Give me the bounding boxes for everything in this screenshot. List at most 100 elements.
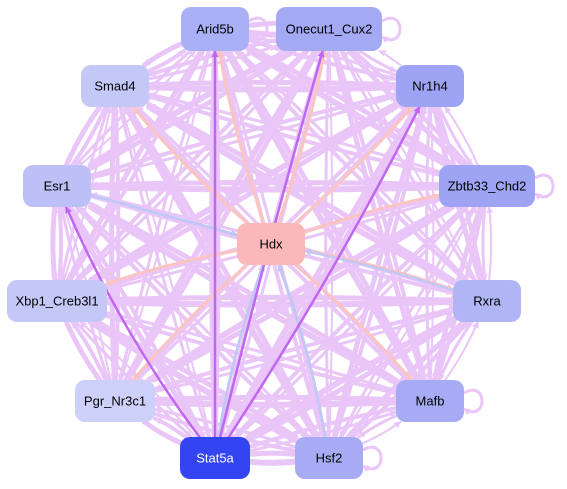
node-esr1[interactable]: Esr1 bbox=[23, 165, 91, 207]
edge-smad4-to-onecut1 bbox=[147, 44, 278, 81]
node-esr1-label: Esr1 bbox=[44, 179, 71, 194]
edge-mafb-to-esr1 bbox=[88, 201, 399, 383]
edge-pgr-to-mafb bbox=[152, 399, 399, 408]
edge-esr1-to-smad4 bbox=[70, 105, 108, 167]
edge-mafb-to-pgr bbox=[152, 394, 399, 403]
edge-hsf2-to-pgr bbox=[153, 407, 297, 449]
edge-hsf2-to-stat5a bbox=[247, 450, 298, 458]
edge-smad4-to-zbtb33 bbox=[147, 94, 441, 177]
self-loop-mafb bbox=[463, 388, 484, 416]
edge-zbtb33-to-rxra bbox=[480, 205, 488, 282]
edge-onecut1-to-nr1h4 bbox=[358, 49, 398, 73]
edge-smad4-to-arid5b bbox=[147, 49, 187, 74]
node-zbtb33-box bbox=[439, 165, 535, 207]
edge-xbp1-to-pgr bbox=[63, 319, 103, 383]
self-loop-hsf2 bbox=[362, 445, 383, 473]
node-pgr[interactable]: Pgr_Nr3c1 bbox=[75, 380, 155, 422]
edge-zbtb33-to-nr1h4 bbox=[444, 106, 479, 166]
node-hdx-label: Hdx bbox=[259, 237, 283, 252]
edge-zbtb33-to-smad4 bbox=[147, 91, 441, 173]
node-arid5b[interactable]: Arid5b bbox=[181, 7, 249, 51]
node-rxra-label: Rxra bbox=[473, 294, 501, 309]
node-mafb[interactable]: Mafb bbox=[396, 380, 464, 422]
edge-hdx-to-pgr bbox=[131, 263, 249, 382]
edge-onecut1-to-hsf2 bbox=[324, 49, 332, 439]
node-nr1h4[interactable]: Nr1h4 bbox=[396, 65, 464, 107]
edge-smad4-to-stat5a bbox=[118, 105, 211, 439]
node-hdx-box bbox=[237, 223, 305, 265]
edge-pgr-to-onecut1 bbox=[125, 48, 320, 383]
edge-esr1-to-hdx bbox=[89, 193, 239, 237]
node-xbp1-box bbox=[7, 280, 107, 322]
node-pgr-box bbox=[75, 380, 155, 422]
edge-hdx-to-zbtb33 bbox=[303, 193, 441, 234]
edge-hsf2-to-mafb bbox=[362, 421, 402, 445]
edge-zbtb33-to-esr1 bbox=[88, 179, 442, 189]
node-smad4-label: Smad4 bbox=[94, 79, 135, 94]
edge-pgr-to-rxra bbox=[153, 309, 455, 394]
edge-hdx-to-xbp1 bbox=[105, 249, 239, 286]
edge-smad4-to-nr1h4 bbox=[146, 84, 399, 93]
edge-pgr-to-stat5a bbox=[141, 419, 183, 446]
edge-nr1h4-to-hsf2 bbox=[331, 104, 427, 440]
edge-arid5b-to-onecut1 bbox=[246, 29, 279, 39]
edge-rxra-to-arid5b bbox=[236, 49, 469, 282]
node-mafb-label: Mafb bbox=[416, 394, 445, 409]
node-zbtb33-label: Zbtb33_Chd2 bbox=[448, 179, 527, 194]
node-stat5a[interactable]: Stat5a bbox=[180, 437, 250, 479]
node-hsf2-label: Hsf2 bbox=[316, 451, 343, 466]
node-nr1h4-label: Nr1h4 bbox=[412, 79, 447, 94]
node-arid5b-box bbox=[181, 7, 249, 51]
edge-stat5a-to-hsf2 bbox=[247, 458, 298, 466]
edge-hsf2-to-hdx bbox=[277, 263, 327, 439]
edge-xbp1-to-nr1h4 bbox=[93, 104, 399, 283]
edge-onecut1-to-arid5b bbox=[246, 20, 279, 29]
edge-hdx-to-arid5b bbox=[216, 49, 266, 225]
node-stat5a-box bbox=[180, 437, 250, 479]
edge-rxra-to-zbtb33 bbox=[486, 206, 494, 281]
edge-nr1h4-to-esr1 bbox=[89, 92, 398, 178]
edge-arid5b-to-smad4 bbox=[141, 41, 184, 68]
node-stat5a-label: Stat5a bbox=[196, 451, 234, 466]
edge-smad4-to-rxra bbox=[146, 103, 456, 286]
node-hsf2[interactable]: Hsf2 bbox=[295, 437, 363, 479]
edge-stat5a-to-smad4 bbox=[119, 106, 212, 438]
edge-nr1h4-to-stat5a bbox=[223, 104, 421, 440]
edge-rxra-to-pgr bbox=[153, 307, 455, 391]
edge-esr1-to-nr1h4 bbox=[89, 94, 398, 180]
edge-mafb-to-rxra bbox=[444, 321, 479, 381]
node-arid5b-label: Arid5b bbox=[196, 22, 234, 37]
edge-hsf2-to-nr1h4 bbox=[333, 105, 428, 439]
edge-hdx-to-mafb bbox=[294, 263, 414, 382]
self-loop-zbtb33 bbox=[534, 173, 555, 201]
node-mafb-box bbox=[396, 380, 464, 422]
node-xbp1-label: Xbp1_Creb3l1 bbox=[15, 294, 98, 309]
node-hdx[interactable]: Hdx bbox=[237, 223, 305, 265]
node-zbtb33[interactable]: Zbtb33_Chd2 bbox=[439, 165, 535, 207]
node-onecut1[interactable]: Onecut1_Cux2 bbox=[276, 7, 382, 51]
node-hsf2-box bbox=[295, 437, 363, 479]
node-smad4-box bbox=[81, 65, 149, 107]
self-loop-onecut1 bbox=[381, 16, 402, 44]
edge-mafb-to-hsf2 bbox=[357, 414, 398, 439]
node-xbp1[interactable]: Xbp1_Creb3l1 bbox=[7, 280, 107, 322]
edge-arid5b-to-mafb bbox=[223, 48, 421, 383]
node-onecut1-label: Onecut1_Cux2 bbox=[286, 22, 373, 37]
edge-nr1h4-to-onecut1 bbox=[378, 50, 402, 66]
edge-hdx-to-smad4 bbox=[131, 105, 249, 225]
edge-hsf2-to-smad4 bbox=[125, 104, 321, 440]
node-pgr-label: Pgr_Nr3c1 bbox=[84, 394, 146, 409]
edge-stat5a-to-hdx bbox=[217, 263, 265, 439]
edge-stat5a-to-arid5b bbox=[212, 49, 221, 439]
node-rxra[interactable]: Rxra bbox=[453, 280, 521, 322]
node-rxra-box bbox=[453, 280, 521, 322]
edge-esr1-to-zbtb33 bbox=[88, 183, 442, 193]
edge-hdx-to-onecut1 bbox=[276, 49, 327, 225]
edge-zbtb33-to-pgr bbox=[146, 204, 452, 383]
edge-smad4-to-esr1 bbox=[63, 104, 103, 168]
edge-xbp1-to-esr1 bbox=[56, 205, 64, 282]
node-smad4[interactable]: Smad4 bbox=[81, 65, 149, 107]
edge-rxra-to-stat5a bbox=[245, 315, 456, 440]
edge-stat5a-to-pgr bbox=[153, 416, 188, 439]
